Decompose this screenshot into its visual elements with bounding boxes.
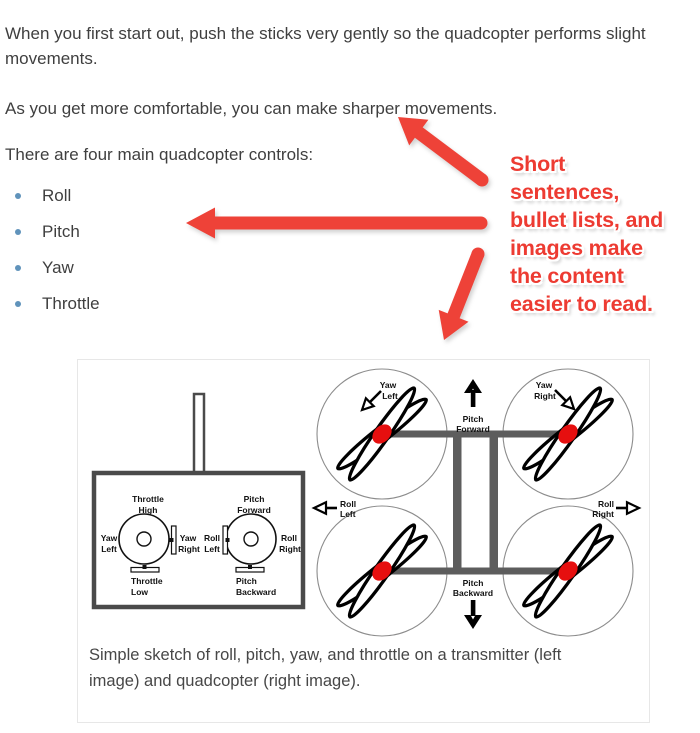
- label-yaw-right: Yaw: [180, 533, 197, 543]
- svg-text:Left: Left: [101, 544, 117, 554]
- label-roll-left: Roll: [204, 533, 220, 543]
- yaw-right-arrow-icon: [554, 389, 576, 411]
- list-item-label: Throttle: [42, 293, 100, 313]
- propeller-top-right: [522, 386, 614, 482]
- label-throttle-low: Throttle: [131, 576, 163, 586]
- quad-label-roll-right: Roll: [598, 499, 614, 509]
- list-item-label: Yaw: [42, 257, 74, 277]
- label-pitch-forward: Pitch: [244, 494, 265, 504]
- svg-text:Right: Right: [178, 544, 200, 554]
- svg-text:Left: Left: [204, 544, 220, 554]
- paragraph-1-line-2: movements.: [5, 49, 98, 68]
- arrow-down-icon: [438, 247, 485, 340]
- yaw-left-arrow-icon: [360, 390, 382, 412]
- rotor-hub: [372, 424, 392, 444]
- label-pitch-backward: Pitch: [236, 576, 257, 586]
- paragraph-3: There are four main quadcopter controls:: [5, 145, 314, 164]
- svg-text:Forward: Forward: [456, 424, 490, 434]
- paragraph-2: As you get more comfortable, you can mak…: [5, 99, 498, 118]
- paragraph-1: When you first start out, push the stick…: [5, 21, 646, 71]
- svg-text:Left: Left: [382, 391, 398, 401]
- paragraph-1-line-1: When you first start out, push the stick…: [5, 24, 646, 43]
- caption-line-1: Simple sketch of roll, pitch, yaw, and t…: [89, 646, 562, 664]
- roll-right-arrow-icon: [616, 500, 642, 516]
- svg-text:Backward: Backward: [453, 588, 493, 598]
- controls-list: Roll Pitch Yaw Throttle: [5, 183, 100, 327]
- arrow-left-icon: [186, 207, 488, 239]
- annotation-line: bullet lists, and: [510, 208, 664, 232]
- figure-caption: Simple sketch of roll, pitch, yaw, and t…: [89, 643, 634, 694]
- list-item: Throttle: [5, 291, 100, 316]
- rotor-hub: [372, 561, 392, 581]
- rotor-hub: [558, 561, 578, 581]
- svg-text:Low: Low: [131, 587, 148, 597]
- quad-label-pitch-backward: Pitch: [463, 578, 484, 588]
- bullet-dot: [15, 192, 21, 199]
- list-item-label: Roll: [42, 185, 72, 205]
- caption-line-2: image) and quadcopter (right image).: [89, 671, 361, 690]
- list-item-label: Pitch: [42, 221, 80, 241]
- annotation-line: easier to read.: [510, 292, 653, 316]
- propeller-bottom-left: [336, 523, 428, 619]
- annotation-line: Short: [510, 152, 566, 176]
- sketch-image: Throttle High Yaw Left Yaw Right Throttl…: [91, 368, 642, 637]
- rotor-hub: [558, 424, 578, 444]
- list-item: Yaw: [5, 255, 100, 280]
- quadcopter-sketch: Yaw Left Yaw Right Pitch Forward Pitch: [311, 368, 642, 637]
- quad-label-pitch-forward: Pitch: [463, 414, 484, 424]
- svg-text:Left: Left: [340, 509, 356, 519]
- bullet-dot: [15, 300, 21, 307]
- quad-label-yaw-left: Yaw: [380, 380, 397, 390]
- annotation-line: images make: [510, 236, 643, 260]
- svg-text:Right: Right: [279, 544, 301, 554]
- bullet-dot: [15, 264, 21, 271]
- propeller-bottom-right: [522, 523, 614, 619]
- svg-text:Right: Right: [534, 391, 556, 401]
- label-throttle-high: Throttle: [132, 494, 164, 504]
- annotation-line: sentences,: [510, 180, 620, 204]
- svg-text:Forward: Forward: [237, 505, 271, 515]
- svg-text:Backward: Backward: [236, 587, 276, 597]
- transmitter-antenna: [192, 392, 206, 477]
- quad-label-yaw-right: Yaw: [536, 380, 553, 390]
- quadcopter-frame: [382, 430, 568, 575]
- propeller-top-left: [336, 386, 428, 482]
- annotation-line: the content: [510, 264, 624, 288]
- bullet-dot: [15, 228, 21, 235]
- list-item: Roll: [5, 183, 100, 208]
- quad-label-roll-left: Roll: [340, 499, 356, 509]
- pitch-forward-arrow-icon: [464, 379, 482, 407]
- annotation-text: Short sentences, bullet lists, and image…: [510, 150, 663, 318]
- svg-text:High: High: [139, 505, 158, 515]
- list-item: Pitch: [5, 219, 100, 244]
- arrow-up-left-icon: [398, 117, 489, 187]
- pitch-backward-arrow-icon: [464, 600, 482, 629]
- label-roll-right: Roll: [281, 533, 297, 543]
- figure: Throttle High Yaw Left Yaw Right Throttl…: [77, 359, 650, 723]
- label-yaw-left: Yaw: [101, 533, 118, 543]
- roll-left-arrow-icon: [311, 500, 337, 516]
- svg-text:Right: Right: [592, 509, 614, 519]
- transmitter-sketch: Throttle High Yaw Left Yaw Right Throttl…: [91, 392, 306, 610]
